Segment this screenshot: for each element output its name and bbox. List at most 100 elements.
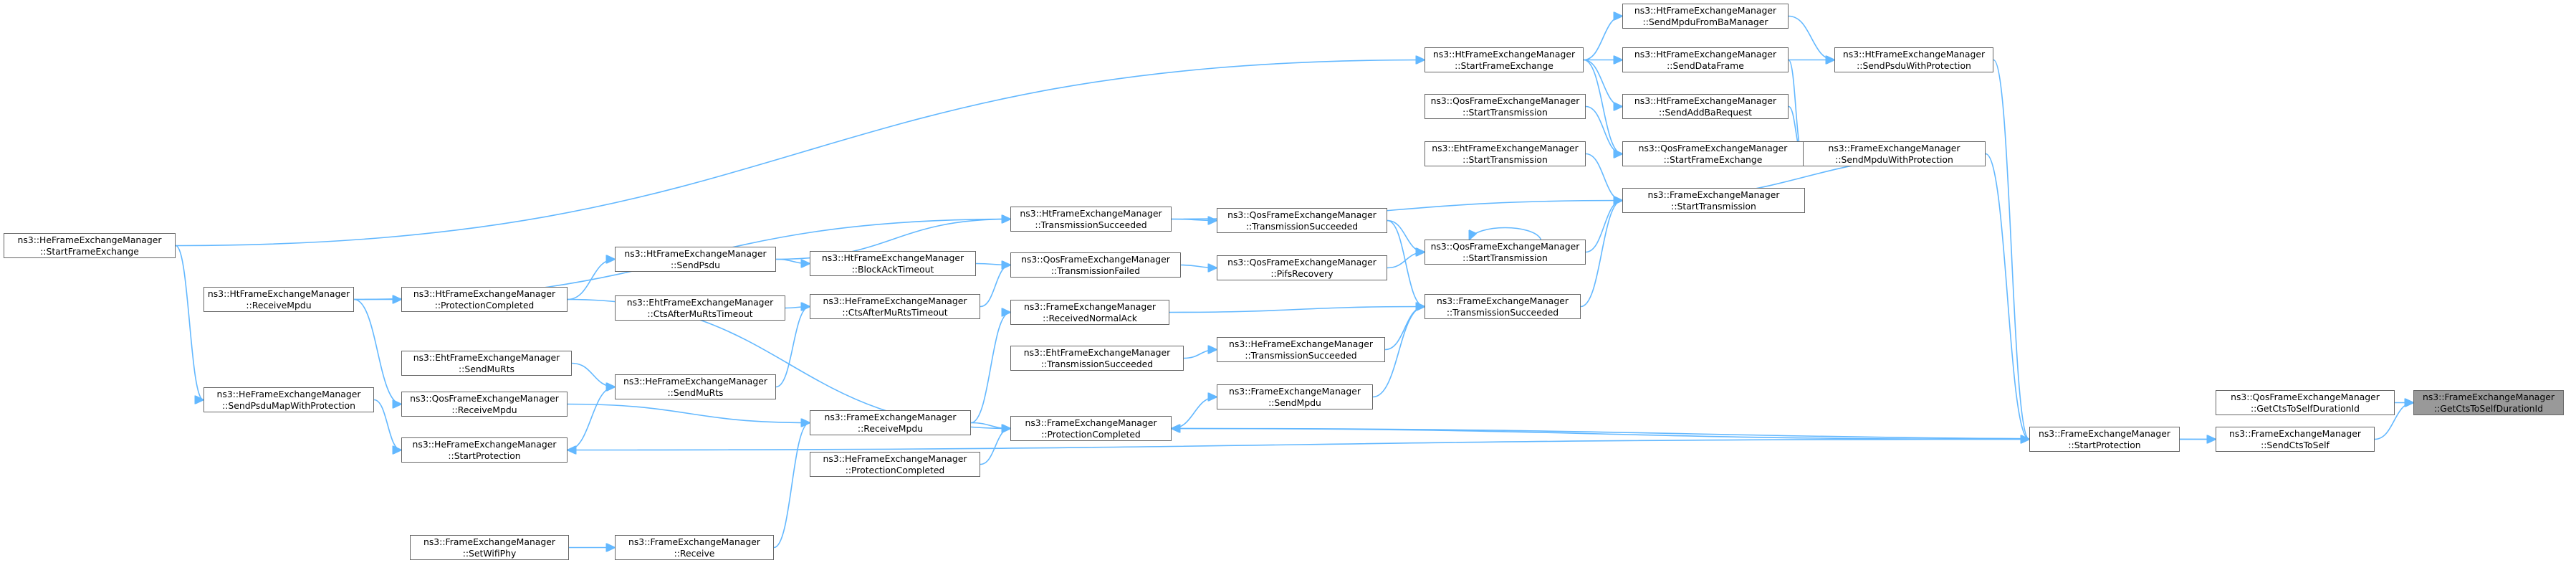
node-qos-get-cts-to-self-duration-id[interactable]: ns3::QosFrameExchangeManager::GetCtsToSe… <box>2216 390 2395 415</box>
node-line2: ::TransmissionSucceeded <box>1035 219 1147 230</box>
node-fe-set-wifi-phy[interactable]: ns3::FrameExchangeManager::SetWifiPhy <box>410 535 569 560</box>
node-line2: ::TransmissionSucceeded <box>1245 220 1359 232</box>
node-ht-send-psdu-with-protection[interactable]: ns3::HtFrameExchangeManager::SendPsduWit… <box>1834 47 1993 72</box>
node-line1: ns3::FrameExchangeManager <box>423 536 555 547</box>
node-ht-send-data-frame[interactable]: ns3::HtFrameExchangeManager::SendDataFra… <box>1622 47 1789 72</box>
node-line2: ::SendMpduWithProtection <box>1835 153 1953 165</box>
node-fe-get-cts-to-self-duration-id: ns3::FrameExchangeManager::GetCtsToSelfD… <box>2413 390 2564 415</box>
node-he-send-psdu-map-with-protection[interactable]: ns3::HeFrameExchangeManager::SendPsduMap… <box>204 387 374 412</box>
node-fe-send-cts-to-self[interactable]: ns3::FrameExchangeManager::SendCtsToSelf <box>2216 427 2375 452</box>
node-line1: ns3::HtFrameExchangeManager <box>1020 208 1162 219</box>
call-edge <box>1985 153 2029 440</box>
node-ht-send-psdu[interactable]: ns3::HtFrameExchangeManager::SendPsdu <box>615 247 776 272</box>
node-ht-send-mpdu-from-ba-manager[interactable]: ns3::HtFrameExchangeManager::SendMpduFro… <box>1622 4 1789 29</box>
node-eht-send-mu-rts[interactable]: ns3::EhtFrameExchangeManager::SendMuRts <box>401 351 572 376</box>
node-qos-start-transmission-upper[interactable]: ns3::QosFrameExchangeManager::StartTrans… <box>1425 94 1586 119</box>
call-edge <box>1583 59 1622 107</box>
node-line1: ns3::HtFrameExchangeManager <box>1432 49 1576 60</box>
node-line2: ::ProtectionCompleted <box>1041 428 1141 440</box>
node-fe-protection-completed[interactable]: ns3::FrameExchangeManager::ProtectionCom… <box>1010 416 1172 441</box>
node-line1: ns3::QosFrameExchangeManager <box>410 393 559 404</box>
node-line2: ::StartFrameExchange <box>1663 153 1763 165</box>
call-edge <box>775 307 810 388</box>
node-line1: ns3::HeFrameExchangeManager <box>823 295 967 306</box>
call-edge <box>1585 153 1622 201</box>
node-fe-receive[interactable]: ns3::FrameExchangeManager::Receive <box>615 535 774 560</box>
call-edge <box>970 313 1010 424</box>
node-line2: ::CtsAfterMuRtsTimeout <box>842 306 948 318</box>
node-qos-transmission-failed[interactable]: ns3::QosFrameExchangeManager::Transmissi… <box>1010 252 1181 278</box>
call-edge <box>775 258 810 264</box>
call-edge <box>353 298 401 404</box>
node-fe-send-mpdu[interactable]: ns3::FrameExchangeManager::SendMpdu <box>1217 384 1373 409</box>
node-eht-start-transmission[interactable]: ns3::EhtFrameExchangeManager::StartTrans… <box>1425 141 1586 166</box>
node-line1: ns3::FrameExchangeManager <box>824 412 957 422</box>
node-line1: ns3::EhtFrameExchangeManager <box>1432 143 1579 153</box>
node-ht-start-frame-exchange[interactable]: ns3::HtFrameExchangeManager::StartFrameE… <box>1425 47 1584 72</box>
node-ht-receive-mpdu[interactable]: ns3::HtFrameExchangeManager::ReceiveMpdu <box>204 287 354 312</box>
call-edge <box>1993 59 2029 440</box>
node-line2: ::SendMuRts <box>458 363 515 374</box>
node-line2: ::BlockAckTimeout <box>851 263 934 275</box>
node-line1: ns3::FrameExchangeManager <box>1025 417 1157 428</box>
node-line1: ns3::FrameExchangeManager <box>1023 301 1156 312</box>
call-edge <box>2374 403 2413 440</box>
node-line2: ::GetCtsToSelfDurationId <box>2433 402 2544 414</box>
node-line2: ::TransmissionFailed <box>1050 265 1141 276</box>
node-he-start-protection[interactable]: ns3::HeFrameExchangeManager::StartProtec… <box>401 437 568 463</box>
node-qos-start-transmission[interactable]: ns3::QosFrameExchangeManager::StartTrans… <box>1425 240 1586 265</box>
node-line1: ns3::HeFrameExchangeManager <box>216 389 361 399</box>
node-he-transmission-succeeded[interactable]: ns3::HeFrameExchangeManager::Transmissio… <box>1217 337 1385 362</box>
node-line2: ::SendCtsToSelf <box>2261 439 2330 450</box>
call-edge <box>1169 307 1425 313</box>
call-edge <box>571 362 615 387</box>
call-edge <box>175 60 1425 247</box>
call-edge <box>567 387 615 451</box>
node-he-send-mu-rts[interactable]: ns3::HeFrameExchangeManager::SendMuRts <box>615 374 776 399</box>
call-edge <box>1387 219 1425 307</box>
call-edge <box>1580 201 1622 308</box>
node-eht-transmission-succeeded[interactable]: ns3::EhtFrameExchangeManager::Transmissi… <box>1010 346 1184 371</box>
call-edge <box>1585 105 1622 154</box>
node-qos-transmission-succeeded[interactable]: ns3::QosFrameExchangeManager::Transmissi… <box>1217 208 1387 233</box>
node-line1: ns3::HeFrameExchangeManager <box>1229 338 1373 349</box>
node-line1: ns3::QosFrameExchangeManager <box>2231 392 2380 402</box>
node-qos-receive-mpdu[interactable]: ns3::QosFrameExchangeManager::ReceiveMpd… <box>401 392 568 417</box>
node-line1: ns3::FrameExchangeManager <box>2228 428 2361 439</box>
node-fe-start-transmission[interactable]: ns3::FrameExchangeManager::StartTransmis… <box>1622 188 1805 213</box>
call-edge <box>568 438 2030 450</box>
node-he-start-frame-exchange[interactable]: ns3::HeFrameExchangeManager::StartFrameE… <box>4 233 176 258</box>
node-line2: ::StartTransmission <box>1462 153 1548 165</box>
node-fe-received-normal-ack[interactable]: ns3::FrameExchangeManager::ReceivedNorma… <box>1010 300 1169 325</box>
node-line1: ns3::HtFrameExchangeManager <box>624 248 767 259</box>
node-line2: ::StartFrameExchange <box>1455 60 1553 71</box>
node-line1: ns3::HtFrameExchangeManager <box>413 288 556 299</box>
node-line1: ns3::FrameExchangeManager <box>1436 295 1569 306</box>
node-qos-pifs-recovery[interactable]: ns3::QosFrameExchangeManager::PifsRecove… <box>1217 255 1387 280</box>
node-ht-transmission-succeeded[interactable]: ns3::HtFrameExchangeManager::Transmissio… <box>1010 207 1172 232</box>
call-edge <box>1183 350 1217 359</box>
node-eht-cts-after-mu-rts-timeout[interactable]: ns3::EhtFrameExchangeManager::CtsAfterMu… <box>615 295 785 321</box>
node-line2: ::TransmissionSucceeded <box>1040 358 1154 369</box>
node-line1: ns3::QosFrameExchangeManager <box>1227 257 1376 267</box>
node-fe-send-mpdu-with-protection[interactable]: ns3::FrameExchangeManager::SendMpduWithP… <box>1803 141 1986 166</box>
node-line2: ::ReceivedNormalAck <box>1043 312 1137 323</box>
node-ht-block-ack-timeout[interactable]: ns3::HtFrameExchangeManager::BlockAckTim… <box>810 251 976 276</box>
call-edge <box>567 403 810 423</box>
node-ht-protection-completed[interactable]: ns3::HtFrameExchangeManager::ProtectionC… <box>401 287 568 312</box>
node-line1: ns3::HtFrameExchangeManager <box>821 252 964 263</box>
node-line2: ::SendMuRts <box>667 387 724 398</box>
node-qos-start-frame-exchange[interactable]: ns3::QosFrameExchangeManager::StartFrame… <box>1622 141 1804 166</box>
node-line2: ::TransmissionSucceeded <box>1245 349 1357 361</box>
call-edge <box>1171 219 1217 221</box>
node-line1: ns3::FrameExchangeManager <box>1647 189 1780 200</box>
node-fe-transmission-succeeded[interactable]: ns3::FrameExchangeManager::TransmissionS… <box>1425 294 1581 319</box>
node-he-cts-after-mu-rts-timeout[interactable]: ns3::HeFrameExchangeManager::CtsAfterMuR… <box>810 294 980 319</box>
node-he-protection-completed[interactable]: ns3::HeFrameExchangeManager::ProtectionC… <box>810 452 980 477</box>
node-fe-start-protection[interactable]: ns3::FrameExchangeManager::StartProtecti… <box>2029 427 2180 452</box>
node-fe-receive-mpdu[interactable]: ns3::FrameExchangeManager::ReceiveMpdu <box>810 410 971 435</box>
node-line1: ns3::FrameExchangeManager <box>628 536 760 547</box>
node-line1: ns3::HeFrameExchangeManager <box>17 235 162 245</box>
node-ht-send-add-ba-request[interactable]: ns3::HtFrameExchangeManager::SendAddBaRe… <box>1622 94 1789 119</box>
